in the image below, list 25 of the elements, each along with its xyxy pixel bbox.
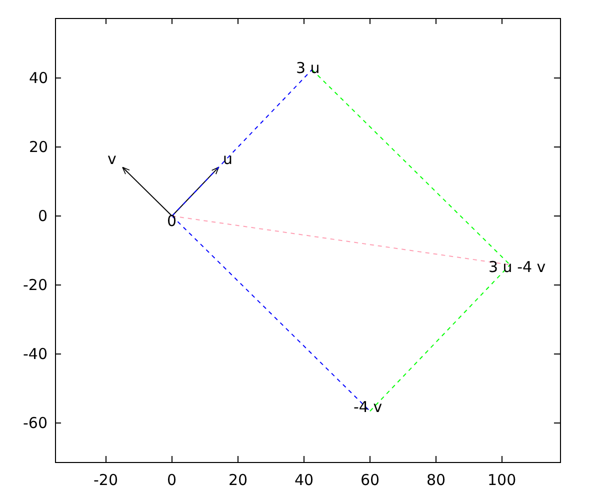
point-label: v [108,150,116,168]
line-segment [370,264,510,412]
point-label: u [223,150,233,168]
line-segment [172,216,370,412]
tick-label: 20 [29,138,48,156]
tick-label: 0 [38,208,48,224]
tick-label: 0 [167,472,177,489]
tick-label: -60 [23,414,48,432]
tick-label: 40 [29,70,48,86]
tick-label: -20 [94,472,118,489]
arrow [172,166,220,216]
point-label: -4 v [354,398,382,416]
line-segment [172,69,312,216]
point-label: 0 [167,212,177,230]
tick-label: 100 [488,472,516,489]
tick-label: -40 [23,346,48,362]
point-label: 3 u [296,60,320,76]
tick-label: 20 [228,472,248,489]
arrow [122,166,172,216]
tick-label: 80 [426,472,446,489]
tick-label: 40 [294,472,314,489]
tick-label: -20 [23,276,48,294]
point-label: 3 u -4 v [488,258,546,276]
tick-label: 60 [360,472,380,489]
line-segment [312,69,510,266]
